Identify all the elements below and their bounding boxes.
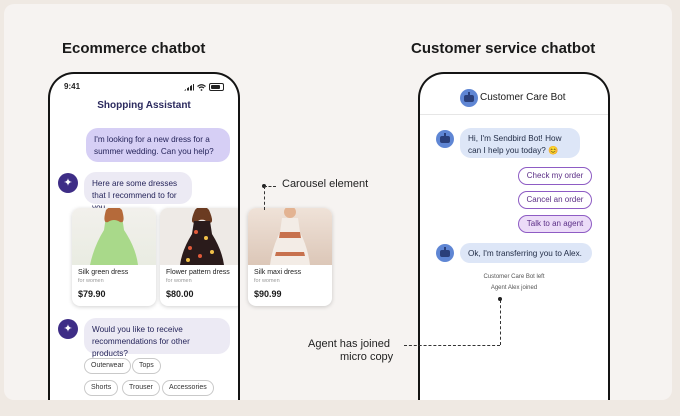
heading-ecommerce: Ecommerce chatbot (62, 40, 206, 57)
product-category: for women (78, 278, 104, 284)
annotation-micro-copy: micro copy (340, 351, 394, 363)
annotation-leader (264, 186, 276, 187)
battery-icon (209, 83, 224, 91)
product-image (72, 208, 156, 265)
product-name: Silk green dress (78, 269, 129, 276)
quick-reply-chip[interactable]: Outerwear (84, 358, 131, 374)
assistant-avatar-icon: ✦ (58, 319, 78, 339)
bot-avatar-icon (436, 244, 454, 262)
bot-transfer-message: Ok, I'm transferring you to Alex. (460, 243, 592, 263)
annotation-agent-joined: Agent has joined (308, 338, 390, 350)
showcase-canvas: Ecommerce chatbot Customer service chatb… (4, 4, 672, 400)
quick-reply-chip[interactable]: Accessories (162, 380, 214, 396)
user-message: I'm looking for a new dress for a summer… (86, 128, 230, 162)
annotation-carousel: Carousel element (282, 178, 369, 190)
product-image (160, 208, 238, 265)
quick-reply-chip[interactable]: Trouser (122, 380, 160, 396)
bot-message: Would you like to receive recommendation… (84, 318, 230, 358)
green-dress-illustration (90, 208, 138, 265)
maxi-dress-illustration (270, 208, 310, 265)
product-card[interactable]: Flower pattern dress for women $80.00 (160, 208, 238, 306)
product-card[interactable]: Silk green dress for women $79.90 (72, 208, 156, 306)
product-card-overflow[interactable]: Silk maxi dress for women $90.99 (248, 208, 332, 306)
option-talk-to-agent[interactable]: Talk to an agent (518, 215, 592, 233)
product-category: for women (166, 278, 192, 284)
chat-title: Shopping Assistant (97, 100, 191, 111)
status-time: 9:41 (64, 82, 81, 91)
bot-avatar-icon (436, 130, 454, 148)
chat-title: Customer Care Bot (480, 92, 566, 103)
wifi-icon (197, 83, 206, 91)
flower-dress-illustration (180, 208, 224, 265)
chat-header: Customer Care Bot (420, 88, 608, 108)
customer-service-phone: Customer Care Bot Hi, I'm Sendbird Bot! … (418, 72, 610, 400)
option-check-order[interactable]: Check my order (518, 167, 592, 185)
annotation-leader (500, 300, 501, 345)
ecommerce-phone: 9:41 Shopping Assistant I'm looking for … (48, 72, 240, 400)
annotation-leader (404, 345, 500, 346)
bot-message: Here are some dresses that I recommend t… (84, 172, 192, 212)
product-price: $79.90 (78, 289, 106, 299)
product-price: $90.99 (254, 289, 282, 299)
annotation-dot (498, 297, 502, 301)
product-category: for women (254, 278, 280, 284)
annotation-leader (264, 186, 265, 210)
quick-reply-chip[interactable]: Shorts (84, 380, 119, 396)
header-divider (420, 114, 608, 115)
assistant-avatar-icon: ✦ (58, 173, 78, 193)
signal-icon (184, 83, 194, 91)
system-micro-copy: Agent Alex joined (490, 285, 538, 291)
heading-customer-service: Customer service chatbot (411, 40, 596, 57)
quick-reply-chip[interactable]: Tops (132, 358, 161, 374)
product-image (248, 208, 332, 265)
product-price: $80.00 (166, 289, 194, 299)
bot-greeting: Hi, I'm Sendbird Bot! How can I help you… (460, 128, 580, 158)
product-name: Flower pattern dress (166, 269, 230, 276)
status-bar: 9:41 (64, 82, 224, 92)
system-micro-copy: Customer Care Bot left (483, 274, 545, 280)
product-name: Silk maxi dress (254, 269, 302, 276)
bot-avatar-icon (460, 89, 478, 107)
option-cancel-order[interactable]: Cancel an order (518, 191, 592, 209)
